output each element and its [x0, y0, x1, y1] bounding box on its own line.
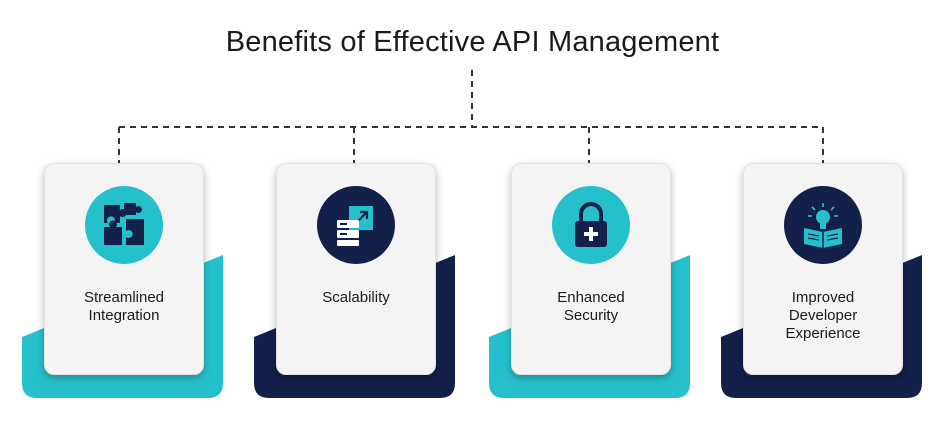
benefit-label: Enhanced Security: [557, 289, 625, 324]
benefit-card: Scalability: [276, 163, 436, 375]
benefit-card: Streamlined Integration: [44, 163, 204, 375]
page-title: Benefits of Effective API Management: [225, 26, 720, 58]
benefit-label: Scalability: [322, 289, 390, 306]
lightbulb-book-icon: [804, 203, 842, 248]
benefit-label: Streamlined Integration: [83, 289, 165, 324]
benefit-card: Enhanced Security: [511, 163, 671, 375]
icon-circle: [784, 186, 862, 264]
benefit-label: Improved Developer Experience: [785, 289, 861, 342]
scalability-icon: [337, 206, 373, 246]
padlock-icon: [575, 202, 607, 247]
icon-circle: [317, 186, 395, 264]
benefit-card-scalability: Scalability: [254, 163, 464, 398]
puzzle-icon: [104, 203, 144, 245]
benefit-card-improved-developer-experience: Improved Developer Experience: [721, 163, 931, 398]
benefit-card-enhanced-security: Enhanced Security: [489, 163, 699, 398]
icon-circle: [85, 186, 163, 264]
connector-lines: [118, 70, 824, 163]
benefit-card: Improved Developer Experience: [743, 163, 903, 375]
icon-circle: [552, 186, 630, 264]
benefit-card-streamlined-integration: Streamlined Integration: [22, 163, 232, 398]
